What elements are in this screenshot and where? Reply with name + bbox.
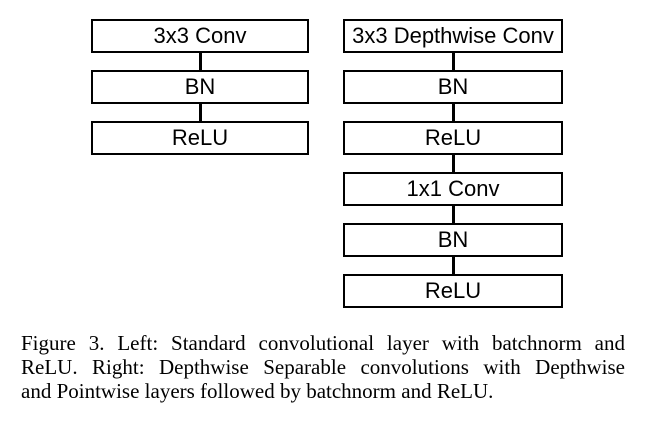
connector-left-1 <box>199 51 202 72</box>
connector-right-1 <box>452 51 455 72</box>
block-right-bn-1: BN <box>343 70 563 104</box>
block-right-relu-2: ReLU <box>343 274 563 308</box>
caption-line-2: ReLU. Right: Depthwise Separable convolu… <box>21 355 625 379</box>
caption-line-3: and Pointwise layers followed by batchno… <box>21 379 494 403</box>
caption-line-1: Figure 3. Left: Standard convolutional l… <box>21 331 625 355</box>
connector-left-2 <box>199 102 202 123</box>
block-left-relu: ReLU <box>91 121 309 155</box>
connector-right-2 <box>452 102 455 123</box>
block-left-3x3-conv: 3x3 Conv <box>91 19 309 53</box>
connector-right-3 <box>452 153 455 174</box>
block-right-1x1-conv: 1x1 Conv <box>343 172 563 206</box>
connector-right-5 <box>452 255 455 276</box>
figure-caption: Figure 3. Left: Standard convolutional l… <box>21 331 625 403</box>
block-right-bn-2: BN <box>343 223 563 257</box>
block-right-relu-1: ReLU <box>343 121 563 155</box>
block-left-bn: BN <box>91 70 309 104</box>
connector-right-4 <box>452 204 455 225</box>
block-right-depthwise-conv: 3x3 Depthwise Conv <box>343 19 563 53</box>
